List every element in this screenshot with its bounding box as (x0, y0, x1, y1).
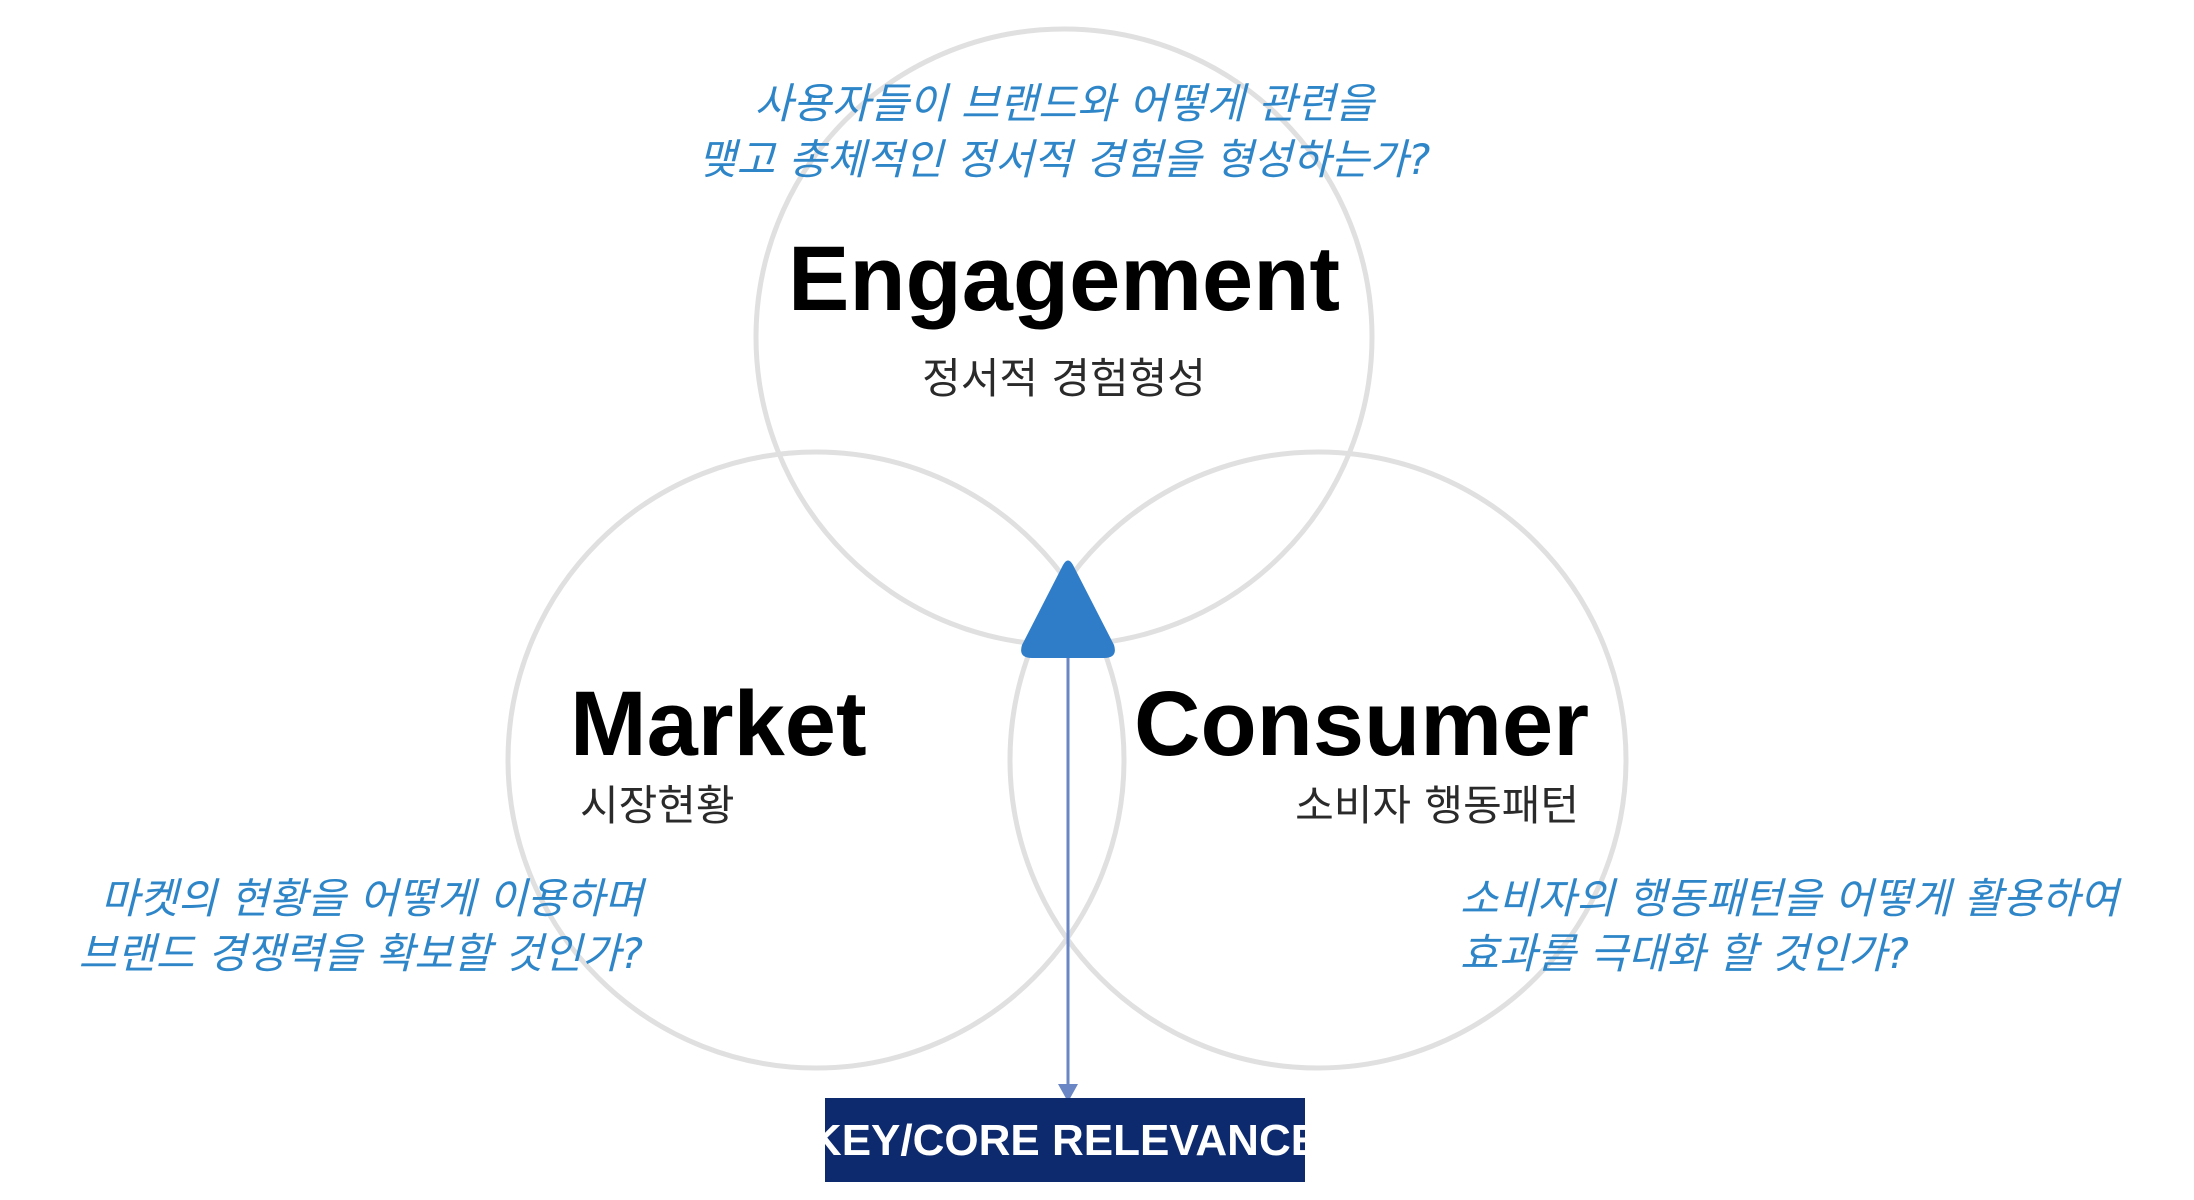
engagement-subtitle: 정서적 경험형성 (922, 354, 1206, 403)
market-subtitle: 시장현황 (580, 781, 735, 830)
market-circle (505, 449, 1127, 1071)
engagement-title: Engagement (788, 228, 1340, 330)
consumer-question-line2: 효과를 극대화 할 것인가? (1460, 929, 1909, 978)
consumer-question-line1: 소비자의 행동패턴을 어떻게 활용하여 (1460, 874, 2123, 923)
arrow-down-icon (1058, 1084, 1078, 1102)
key-core-relevance-label: KEY/CORE RELEVANCE (810, 1116, 1320, 1165)
consumer-circle (1007, 449, 1629, 1071)
market-title: Market (570, 673, 867, 775)
engagement-question-line1: 사용자들이 브랜드와 어떻게 관련을 (754, 79, 1376, 128)
key-core-relevance-box (825, 1098, 1305, 1182)
consumer-subtitle: 소비자 행동패턴 (1295, 781, 1579, 830)
consumer-title: Consumer (1134, 673, 1589, 775)
market-question-line1: 마켓의 현황을 어떻게 이용하며 (101, 874, 648, 923)
engagement-question-line2: 맺고 총체적인 정서적 경험을 형성하는가? (698, 135, 1431, 184)
market-question-line2: 브랜드 경쟁력을 확보할 것인가? (78, 929, 643, 978)
triangle-icon (1021, 560, 1115, 658)
